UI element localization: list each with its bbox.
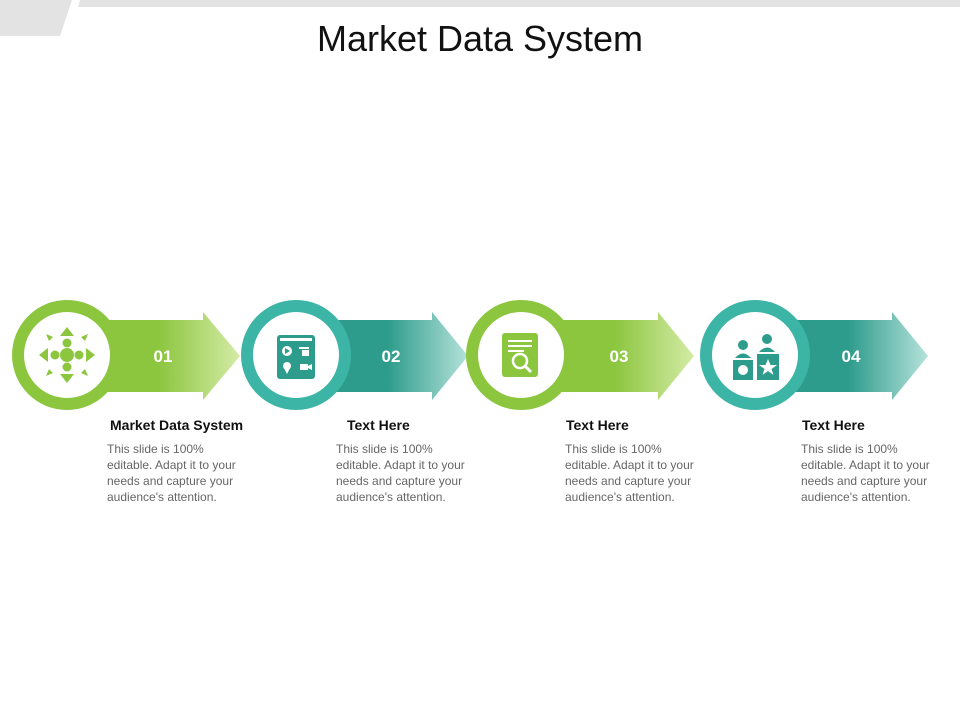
- step-2-heading: Text Here: [347, 417, 410, 433]
- step-1-heading: Market Data System: [110, 417, 244, 433]
- media-tablet-icon: [277, 335, 315, 379]
- slide-title: Market Data System: [316, 18, 644, 59]
- step-2: 02: [241, 300, 468, 410]
- top-decor-bar: [0, 0, 960, 36]
- document-search-icon: [502, 333, 538, 377]
- step-1-number: 01: [154, 347, 173, 366]
- market-arrows-icon: [39, 327, 95, 383]
- step-3-number: 03: [610, 347, 629, 366]
- process-diagram: 01 02 03: [12, 300, 928, 410]
- step-4-number: 04: [842, 347, 861, 366]
- step-1-body: This slide is 100% editable. Adapt it to…: [107, 442, 236, 504]
- step-1: 01: [12, 300, 240, 410]
- step-4: 04: [700, 300, 928, 410]
- step-4-heading: Text Here: [802, 417, 865, 433]
- step-2-number: 02: [382, 347, 401, 366]
- step-3: 03: [466, 300, 694, 410]
- step-3-body: This slide is 100% editable. Adapt it to…: [565, 442, 694, 504]
- step-3-heading: Text Here: [566, 417, 629, 433]
- step-4-body: This slide is 100% editable. Adapt it to…: [801, 442, 930, 504]
- people-boxes-icon: [733, 334, 779, 380]
- step-2-body: This slide is 100% editable. Adapt it to…: [336, 442, 465, 504]
